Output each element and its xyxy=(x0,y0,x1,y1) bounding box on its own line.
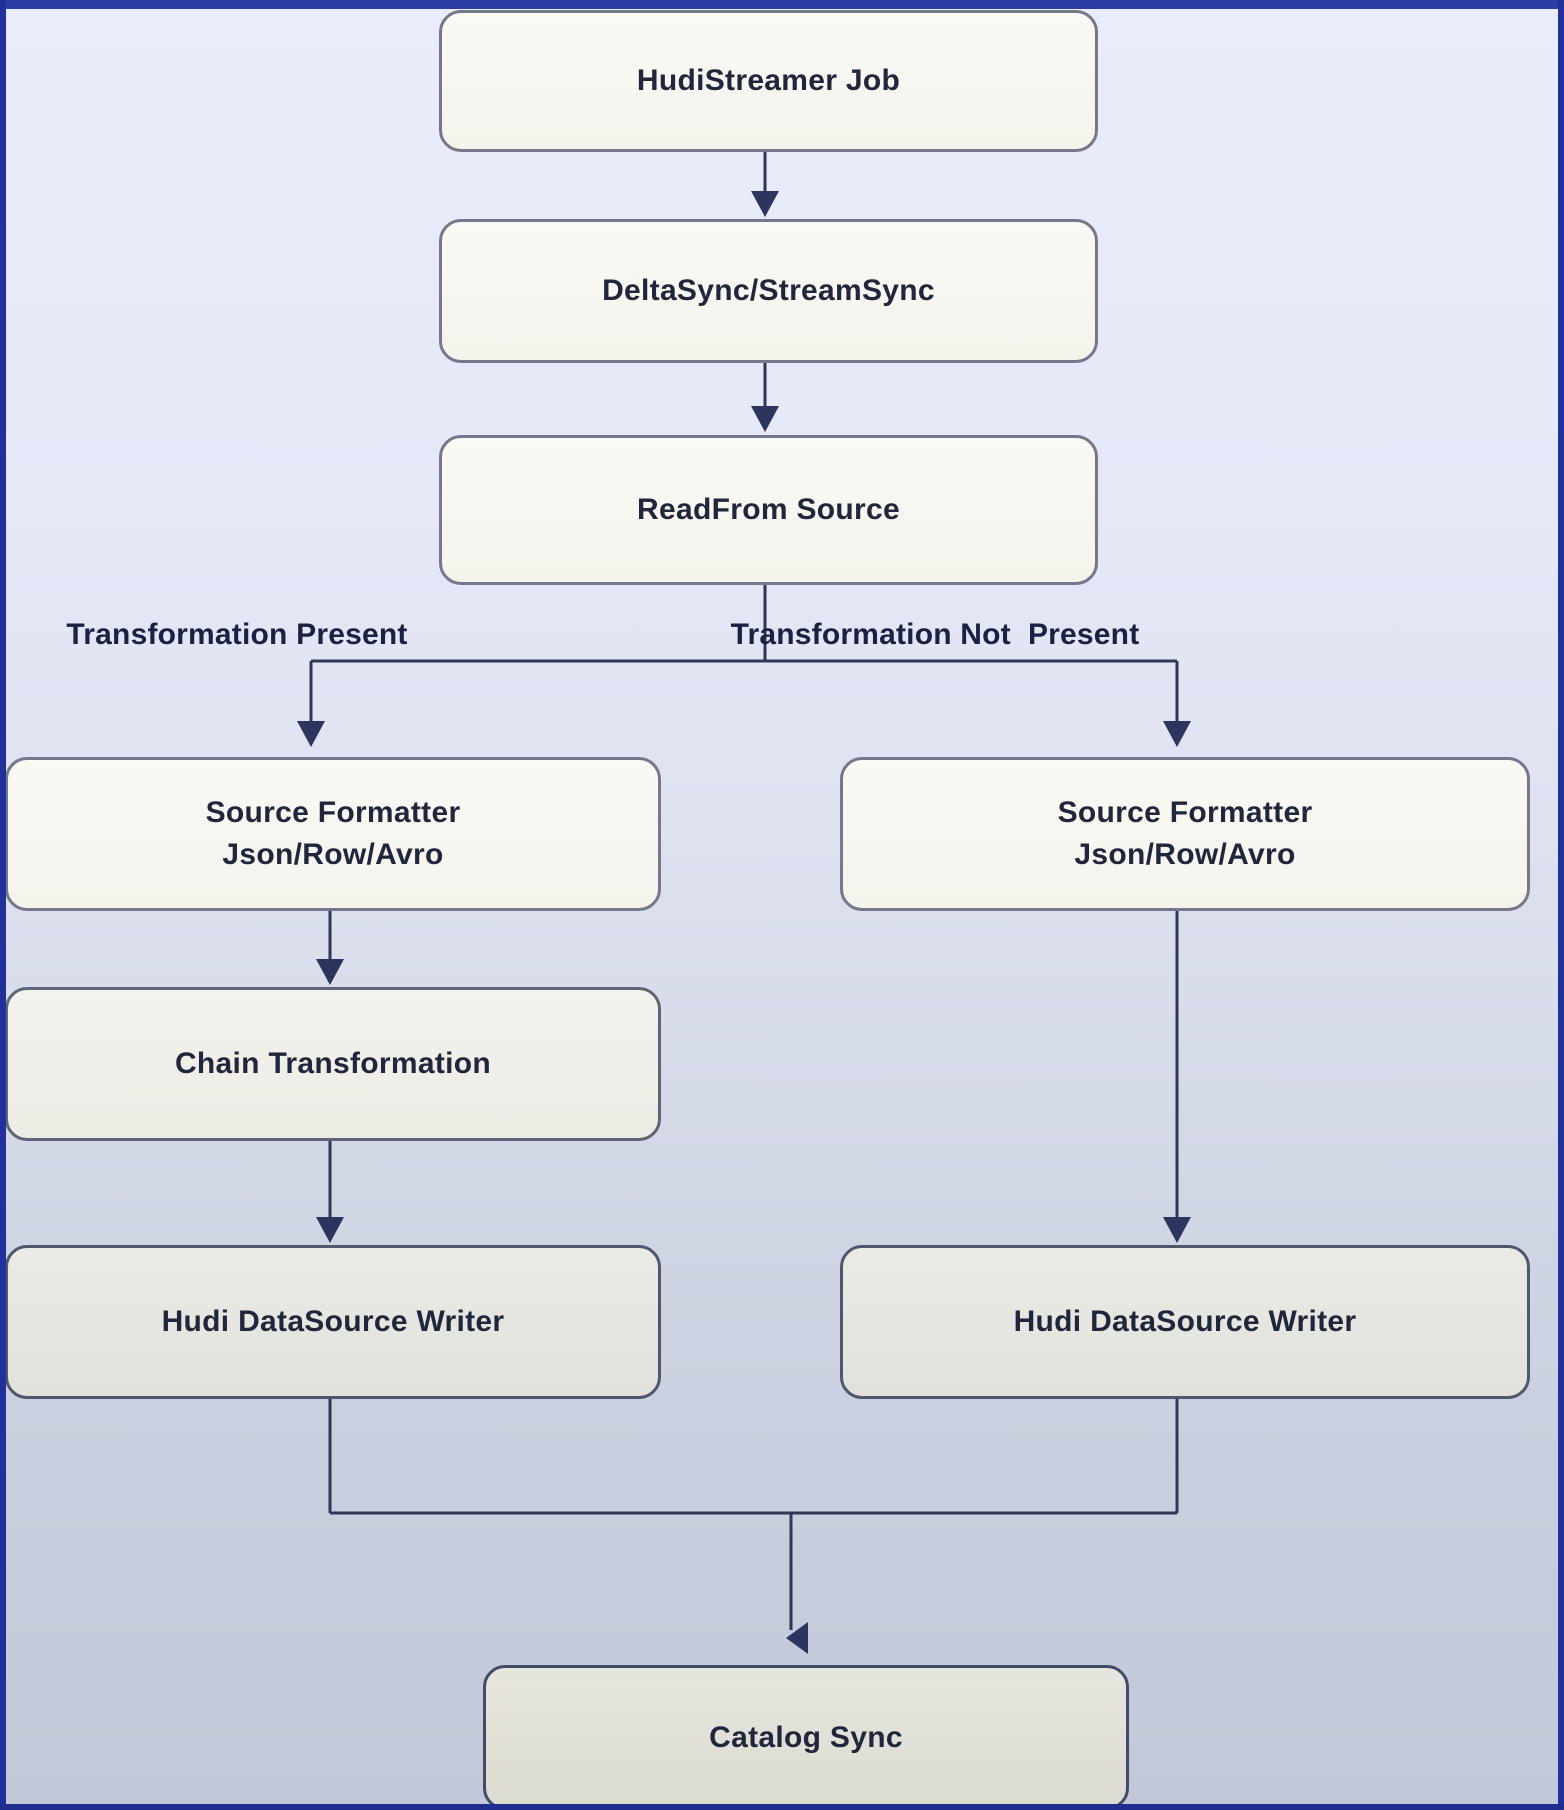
label-transformation-present: Transformation Present xyxy=(66,618,408,651)
frame-border-right xyxy=(1558,0,1564,1810)
node-read-from-source: ReadFrom Source xyxy=(439,435,1098,585)
node-catalog-sync: Catalog Sync xyxy=(483,1665,1129,1810)
frame-border-top xyxy=(0,0,1564,9)
label-transformation-not-present: Transformation Not Present xyxy=(730,618,1140,651)
frame-border-left xyxy=(0,0,6,1810)
node-source-formatter-right: Source Formatter Json/Row/Avro xyxy=(840,757,1530,911)
arrowhead-chain xyxy=(316,959,344,985)
arrowhead-source-formatter-left xyxy=(297,721,325,747)
arrowhead-writer-right xyxy=(1163,1217,1191,1243)
arrowhead-catalog-sync xyxy=(786,1622,808,1654)
node-source-formatter-left: Source Formatter Json/Row/Avro xyxy=(5,757,661,911)
node-chain-transformation: Chain Transformation xyxy=(5,987,661,1141)
arrowhead-deltasync xyxy=(751,191,779,217)
frame-border-bottom xyxy=(0,1804,1564,1810)
arrowhead-writer-left xyxy=(316,1217,344,1243)
node-delta-sync-stream-sync: DeltaSync/StreamSync xyxy=(439,219,1098,363)
arrowhead-readfrom xyxy=(751,406,779,432)
node-hudi-datasource-writer-left: Hudi DataSource Writer xyxy=(5,1245,661,1399)
arrowhead-source-formatter-right xyxy=(1163,721,1191,747)
node-hudi-datasource-writer-right: Hudi DataSource Writer xyxy=(840,1245,1530,1399)
node-hudi-streamer-job: HudiStreamer Job xyxy=(439,10,1098,152)
